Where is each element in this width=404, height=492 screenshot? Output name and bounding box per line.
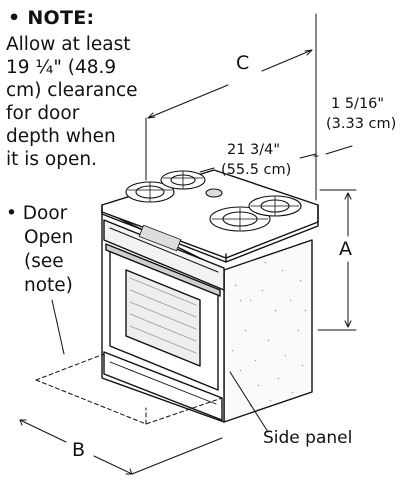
oven-window bbox=[125, 269, 201, 367]
burners bbox=[125, 170, 302, 232]
dim-a-lines bbox=[317, 189, 357, 331]
depth-inches: 21 3/4" bbox=[227, 142, 281, 158]
door-handle bbox=[105, 243, 221, 297]
dim-b-lines bbox=[19, 419, 223, 475]
storage-drawer bbox=[103, 351, 223, 421]
door-open-line-3: (see bbox=[24, 251, 64, 272]
note-line-2: 19 ¼" (48.9 bbox=[6, 57, 117, 78]
side-panel-texture bbox=[231, 261, 307, 407]
side-inches: 1 5/16" bbox=[331, 96, 385, 112]
dim-b-label: B bbox=[72, 439, 86, 461]
door-open-line-4: note) bbox=[24, 275, 73, 296]
side-panel-leader bbox=[229, 371, 269, 433]
note-line-3: cm) clearance bbox=[6, 80, 138, 101]
depth-cm: (55.5 cm) bbox=[221, 162, 292, 178]
door-open-line-1: • Door bbox=[6, 203, 68, 224]
dim-c-label: C bbox=[236, 52, 250, 74]
note-line-4: for door bbox=[6, 103, 80, 124]
door-open-leader bbox=[51, 299, 65, 355]
door-open-outline bbox=[35, 353, 223, 425]
oven-window-shading bbox=[129, 277, 197, 354]
note-line-1: Allow at least bbox=[6, 34, 131, 55]
dim-depth-lines bbox=[199, 153, 317, 173]
note-line-5: depth when bbox=[6, 126, 116, 147]
note-title: • NOTE: bbox=[8, 7, 95, 29]
door-open-line-2: Open bbox=[24, 227, 74, 248]
dim-c-lines bbox=[145, 13, 317, 201]
dim-a-label: A bbox=[339, 238, 352, 260]
note-line-6: it is open. bbox=[6, 149, 97, 170]
side-panel-label: Side panel bbox=[263, 428, 353, 448]
side-cm: (3.33 cm) bbox=[326, 116, 397, 132]
dim-side-lines bbox=[313, 145, 353, 157]
